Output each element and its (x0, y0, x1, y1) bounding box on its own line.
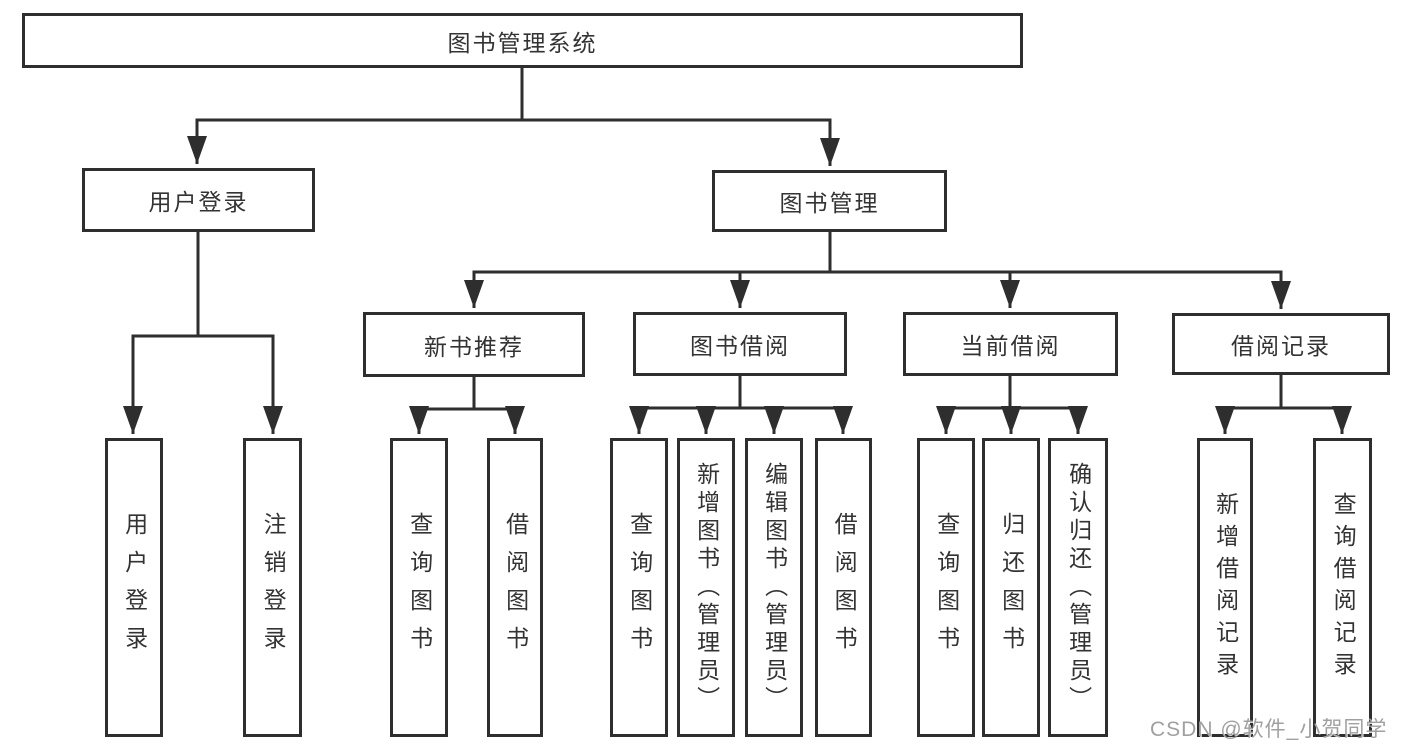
group-new-book-recommend-label: 新书推荐 (424, 333, 524, 360)
leaf-borrow-books-recommend: 借阅图书 (487, 438, 543, 737)
leaf-borrow-books-recommend-label: 借阅图书 (502, 511, 529, 664)
leaf-query-borrow-record: 查询借阅记录 (1313, 438, 1372, 737)
branch-user-login-label: 用户登录 (148, 189, 249, 215)
leaf-add-borrow-record-label: 新增借阅记录 (1212, 491, 1239, 684)
watermark: CSDN @软件_小贺同学 (1150, 718, 1388, 741)
leaf-logout: 注销登录 (243, 438, 302, 737)
leaf-query-books-current-label: 查询图书 (933, 511, 960, 664)
group-book-borrow: 图书借阅 (633, 312, 847, 376)
leaf-confirm-return-admin: 确认归还（管理员） (1048, 438, 1108, 737)
group-current-borrow: 当前借阅 (903, 312, 1118, 376)
leaf-add-book-admin-label: 新增图书（管理员） (693, 461, 720, 714)
leaf-query-books-borrow-label: 查询图书 (626, 511, 653, 664)
group-book-borrow-label: 图书借阅 (690, 333, 790, 359)
leaf-query-borrow-record-label: 查询借阅记录 (1330, 491, 1357, 684)
leaf-edit-book-admin: 编辑图书（管理员） (745, 438, 803, 737)
leaf-logout-label: 注销登录 (260, 511, 287, 664)
leaf-user-login-label: 用户登录 (121, 511, 148, 664)
leaf-return-book: 归还图书 (982, 438, 1040, 737)
node-root-label: 图书管理系统 (447, 29, 598, 56)
leaf-query-books-borrow: 查询图书 (610, 438, 668, 737)
connector-stems (123, 68, 1352, 434)
leaf-query-books-recommend-label: 查询图书 (406, 511, 433, 664)
leaf-add-book-admin: 新增图书（管理员） (677, 438, 735, 737)
leaf-return-book-label: 归还图书 (998, 511, 1025, 664)
branch-user-login: 用户登录 (82, 168, 315, 232)
group-borrow-records: 借阅记录 (1172, 313, 1390, 375)
node-root: 图书管理系统 (22, 13, 1023, 68)
leaf-query-books-recommend: 查询图书 (390, 438, 448, 737)
leaf-edit-book-admin-label: 编辑图书（管理员） (761, 461, 788, 714)
group-new-book-recommend: 新书推荐 (363, 312, 585, 377)
leaf-query-books-current: 查询图书 (917, 438, 975, 737)
branch-book-management: 图书管理 (712, 170, 947, 232)
leaf-borrow-books-borrow: 借阅图书 (815, 438, 872, 737)
leaf-user-login: 用户登录 (105, 438, 163, 737)
leaf-add-borrow-record: 新增借阅记录 (1197, 438, 1253, 737)
leaf-borrow-books-borrow-label: 借阅图书 (831, 511, 858, 664)
leaf-confirm-return-admin-label: 确认归还（管理员） (1065, 461, 1092, 714)
group-current-borrow-label: 当前借阅 (960, 333, 1061, 359)
branch-book-management-label: 图书管理 (779, 190, 880, 216)
group-borrow-records-label: 借阅记录 (1231, 333, 1331, 359)
